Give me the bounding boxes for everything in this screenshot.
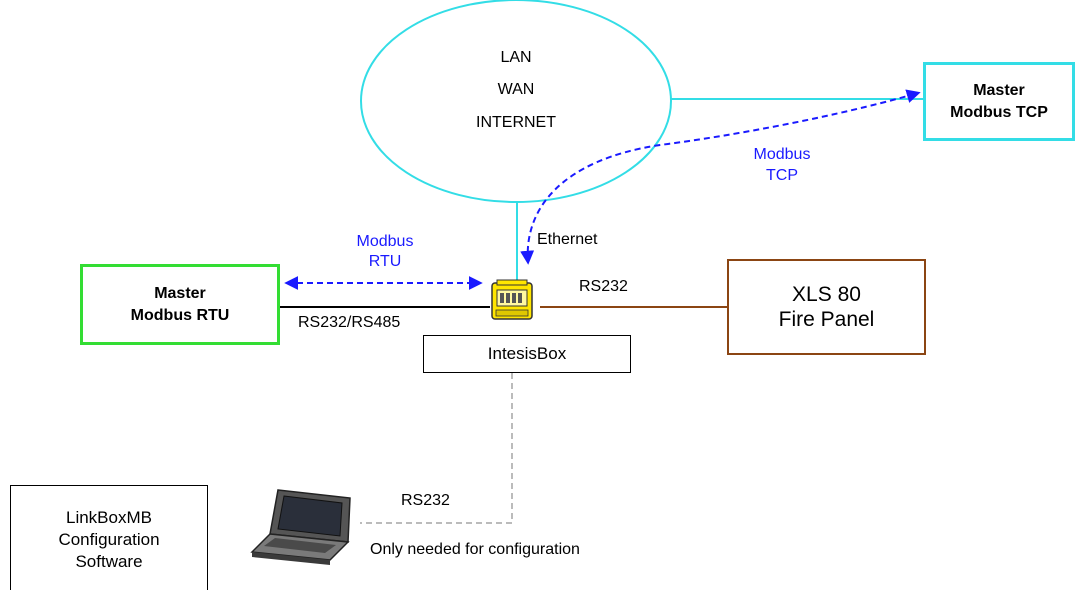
master-modbus-rtu-node: Master Modbus RTU	[80, 264, 280, 345]
rs232-rs485-label: RS232/RS485	[298, 314, 401, 331]
master-tcp-subtitle: Modbus TCP	[950, 103, 1048, 121]
intesisbox-node: IntesisBox	[423, 335, 631, 373]
master-modbus-tcp-node: Master Modbus TCP	[923, 62, 1075, 141]
master-tcp-title: Master	[973, 81, 1025, 99]
rs232-laptop-label: RS232	[401, 492, 450, 509]
cloud-label-wan: WAN	[497, 81, 535, 98]
intesisbox-device-icon	[491, 279, 533, 320]
modbus-tcp-arrow	[520, 89, 921, 265]
cloud-label-internet: INTERNET	[476, 114, 556, 131]
xls-title: XLS 80	[792, 283, 861, 306]
master-rtu-subtitle: Modbus RTU	[130, 306, 230, 324]
linkboxmb-software-node: LinkBoxMB Configuration Software	[10, 485, 208, 590]
ethernet-label: Ethernet	[537, 231, 598, 248]
laptop-icon	[250, 489, 351, 565]
config-note-label: Only needed for configuration	[370, 541, 580, 558]
modbus-rtu-label-1: Modbus	[356, 233, 414, 250]
modbus-rtu-label-2: RTU	[368, 253, 402, 270]
modbus-tcp-label-2: TCP	[766, 167, 798, 184]
xls-subtitle: Fire Panel	[778, 308, 875, 331]
rs232-fire-label: RS232	[579, 278, 628, 295]
linkbox-line-2: Configuration	[58, 530, 160, 549]
modbus-tcp-label-1: Modbus	[753, 146, 811, 163]
config-link	[360, 373, 513, 524]
cloud-label-lan: LAN	[500, 49, 532, 66]
linkbox-line-3: Software	[75, 552, 143, 571]
xls80-fire-panel-node: XLS 80 Fire Panel	[727, 259, 926, 355]
master-rtu-title: Master	[154, 284, 206, 302]
network-cloud	[360, 0, 672, 203]
intesisbox-label: IntesisBox	[487, 344, 567, 363]
linkbox-line-1: LinkBoxMB	[66, 508, 152, 527]
